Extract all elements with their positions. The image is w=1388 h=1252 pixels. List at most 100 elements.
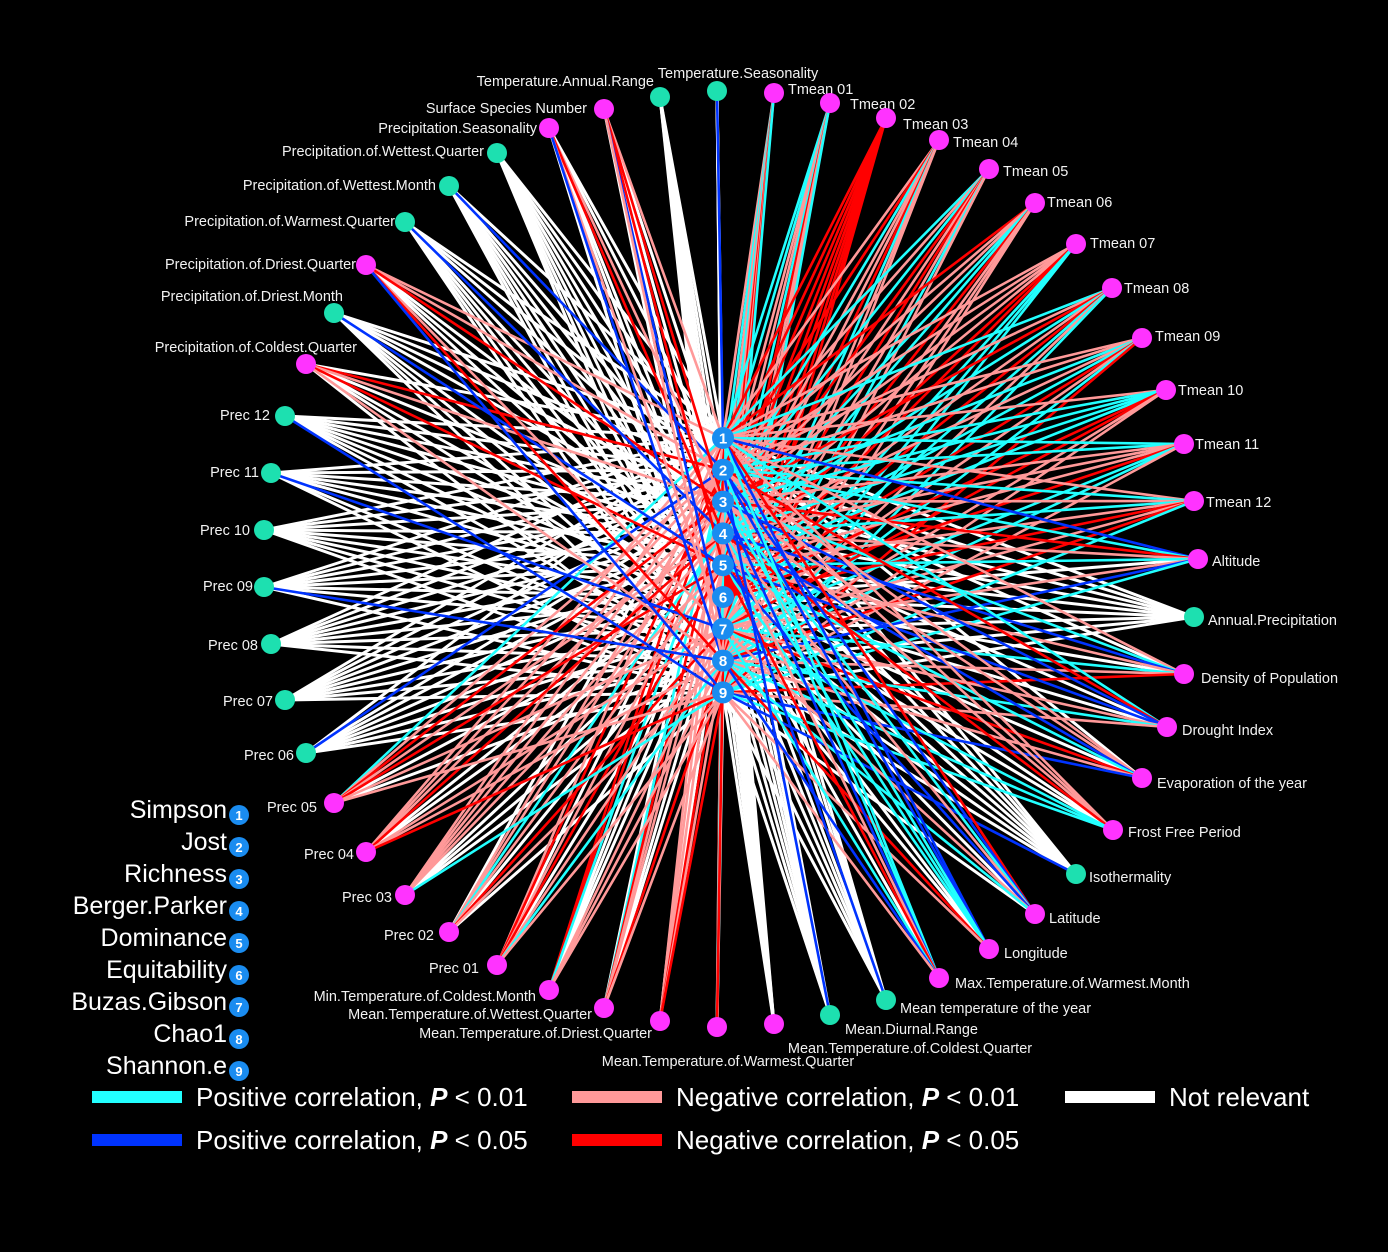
edge-35-1 (332, 436, 725, 805)
outer-node-label: Mean.Temperature.of.Coldest.Quarter (788, 1041, 1032, 1057)
outer-node[interactable] (439, 176, 459, 196)
center-node[interactable] (712, 617, 734, 640)
outer-node[interactable] (487, 955, 507, 975)
outer-node[interactable] (1132, 768, 1152, 788)
edge-22-4 (721, 532, 991, 951)
outer-node[interactable] (539, 118, 559, 138)
outer-node[interactable] (356, 842, 376, 862)
outer-node[interactable] (820, 93, 840, 113)
outer-node[interactable] (261, 463, 281, 483)
edge-39-8 (262, 585, 725, 662)
outer-node[interactable] (1066, 234, 1086, 254)
outer-node[interactable] (324, 303, 344, 323)
edge-17-5 (721, 563, 1169, 729)
outer-node[interactable] (1066, 864, 1086, 884)
outer-node[interactable] (261, 634, 281, 654)
edge-35-2 (332, 468, 725, 805)
edge-21-4 (721, 532, 1037, 916)
center-node[interactable] (712, 681, 734, 704)
index-badge-id: 5 (235, 936, 242, 951)
outer-node[interactable] (439, 922, 459, 942)
outer-node-label: Evaporation of the year (1157, 776, 1307, 792)
outer-node[interactable] (594, 998, 614, 1018)
outer-node[interactable] (764, 83, 784, 103)
outer-node[interactable] (979, 159, 999, 179)
outer-node[interactable] (324, 793, 344, 813)
outer-node[interactable] (275, 690, 295, 710)
outer-node[interactable] (876, 108, 896, 128)
outer-node[interactable] (594, 99, 614, 119)
center-node[interactable] (712, 427, 734, 449)
outer-node[interactable] (1184, 607, 1204, 627)
legend-label: Positive correlation, P < 0.01 (196, 1082, 528, 1112)
outer-node[interactable] (296, 743, 316, 763)
outer-node[interactable] (650, 87, 670, 107)
outer-node[interactable] (929, 968, 949, 988)
center-node[interactable] (712, 458, 734, 481)
outer-node[interactable] (1174, 434, 1194, 454)
outer-node[interactable] (254, 577, 274, 597)
edge-34-3 (364, 500, 725, 854)
index-badge (229, 933, 249, 953)
edge-17-1 (721, 436, 1169, 729)
center-node[interactable] (712, 490, 734, 513)
edge-46-4 (403, 220, 725, 535)
outer-node-label: Tmean 03 (903, 117, 968, 133)
index-name: Buzas.Gibson (71, 988, 227, 1016)
outer-node[interactable] (764, 1014, 784, 1034)
outer-node-label: Tmean 02 (850, 97, 915, 113)
outer-node[interactable] (275, 406, 295, 426)
outer-node[interactable] (395, 885, 415, 905)
edge-18-8 (721, 659, 1144, 780)
outer-node[interactable] (1025, 904, 1045, 924)
outer-node[interactable] (1174, 664, 1194, 684)
index-badge (229, 1029, 249, 1049)
outer-node[interactable] (1102, 278, 1122, 298)
edge-1-1 (715, 89, 725, 440)
center-node[interactable] (712, 586, 734, 608)
outer-node[interactable] (1156, 380, 1176, 400)
center-node[interactable] (712, 522, 734, 545)
outer-node[interactable] (487, 143, 507, 163)
outer-node-label: Mean.Diurnal.Range (845, 1022, 978, 1038)
outer-node[interactable] (707, 1017, 727, 1037)
outer-node[interactable] (707, 81, 727, 101)
outer-node[interactable] (979, 939, 999, 959)
edge-44-5 (332, 311, 725, 567)
center-node-id: 4 (719, 526, 728, 543)
edge-36-2 (304, 468, 725, 755)
center-node[interactable] (712, 649, 734, 672)
outer-node-label: Tmean 10 (1178, 383, 1243, 399)
edge-27-8 (715, 659, 725, 1029)
outer-node[interactable] (254, 520, 274, 540)
outer-node-label: Prec 02 (384, 928, 434, 944)
outer-node[interactable] (876, 990, 896, 1010)
outer-node-label: Precipitation.of.Wettest.Quarter (282, 144, 484, 160)
index-name: Chao1 (153, 1020, 227, 1048)
outer-node-label: Prec 04 (304, 847, 354, 863)
outer-node[interactable] (1025, 193, 1045, 213)
legend-label: Negative correlation, P < 0.01 (676, 1082, 1019, 1112)
edge-28-9 (658, 691, 725, 1023)
outer-node[interactable] (820, 1005, 840, 1025)
edge-34-4 (364, 532, 725, 854)
outer-node-label: Prec 01 (429, 961, 479, 977)
outer-node[interactable] (539, 980, 559, 1000)
outer-node[interactable] (1157, 717, 1177, 737)
edge-6-1 (721, 167, 991, 440)
center-node[interactable] (712, 554, 734, 577)
legend-swatch (92, 1134, 182, 1146)
outer-node[interactable] (650, 1011, 670, 1031)
outer-node[interactable] (929, 130, 949, 150)
edge-38-9 (269, 642, 725, 694)
outer-node[interactable] (395, 212, 415, 232)
outer-node[interactable] (1184, 491, 1204, 511)
outer-node[interactable] (356, 255, 376, 275)
outer-node[interactable] (1188, 549, 1208, 569)
center-node-id: 1 (719, 431, 727, 448)
outer-node[interactable] (296, 354, 316, 374)
index-badge-id: 6 (235, 968, 242, 983)
outer-node[interactable] (1103, 820, 1123, 840)
outer-node-label: Precipitation.of.Wettest.Month (243, 178, 436, 194)
outer-node[interactable] (1132, 328, 1152, 348)
